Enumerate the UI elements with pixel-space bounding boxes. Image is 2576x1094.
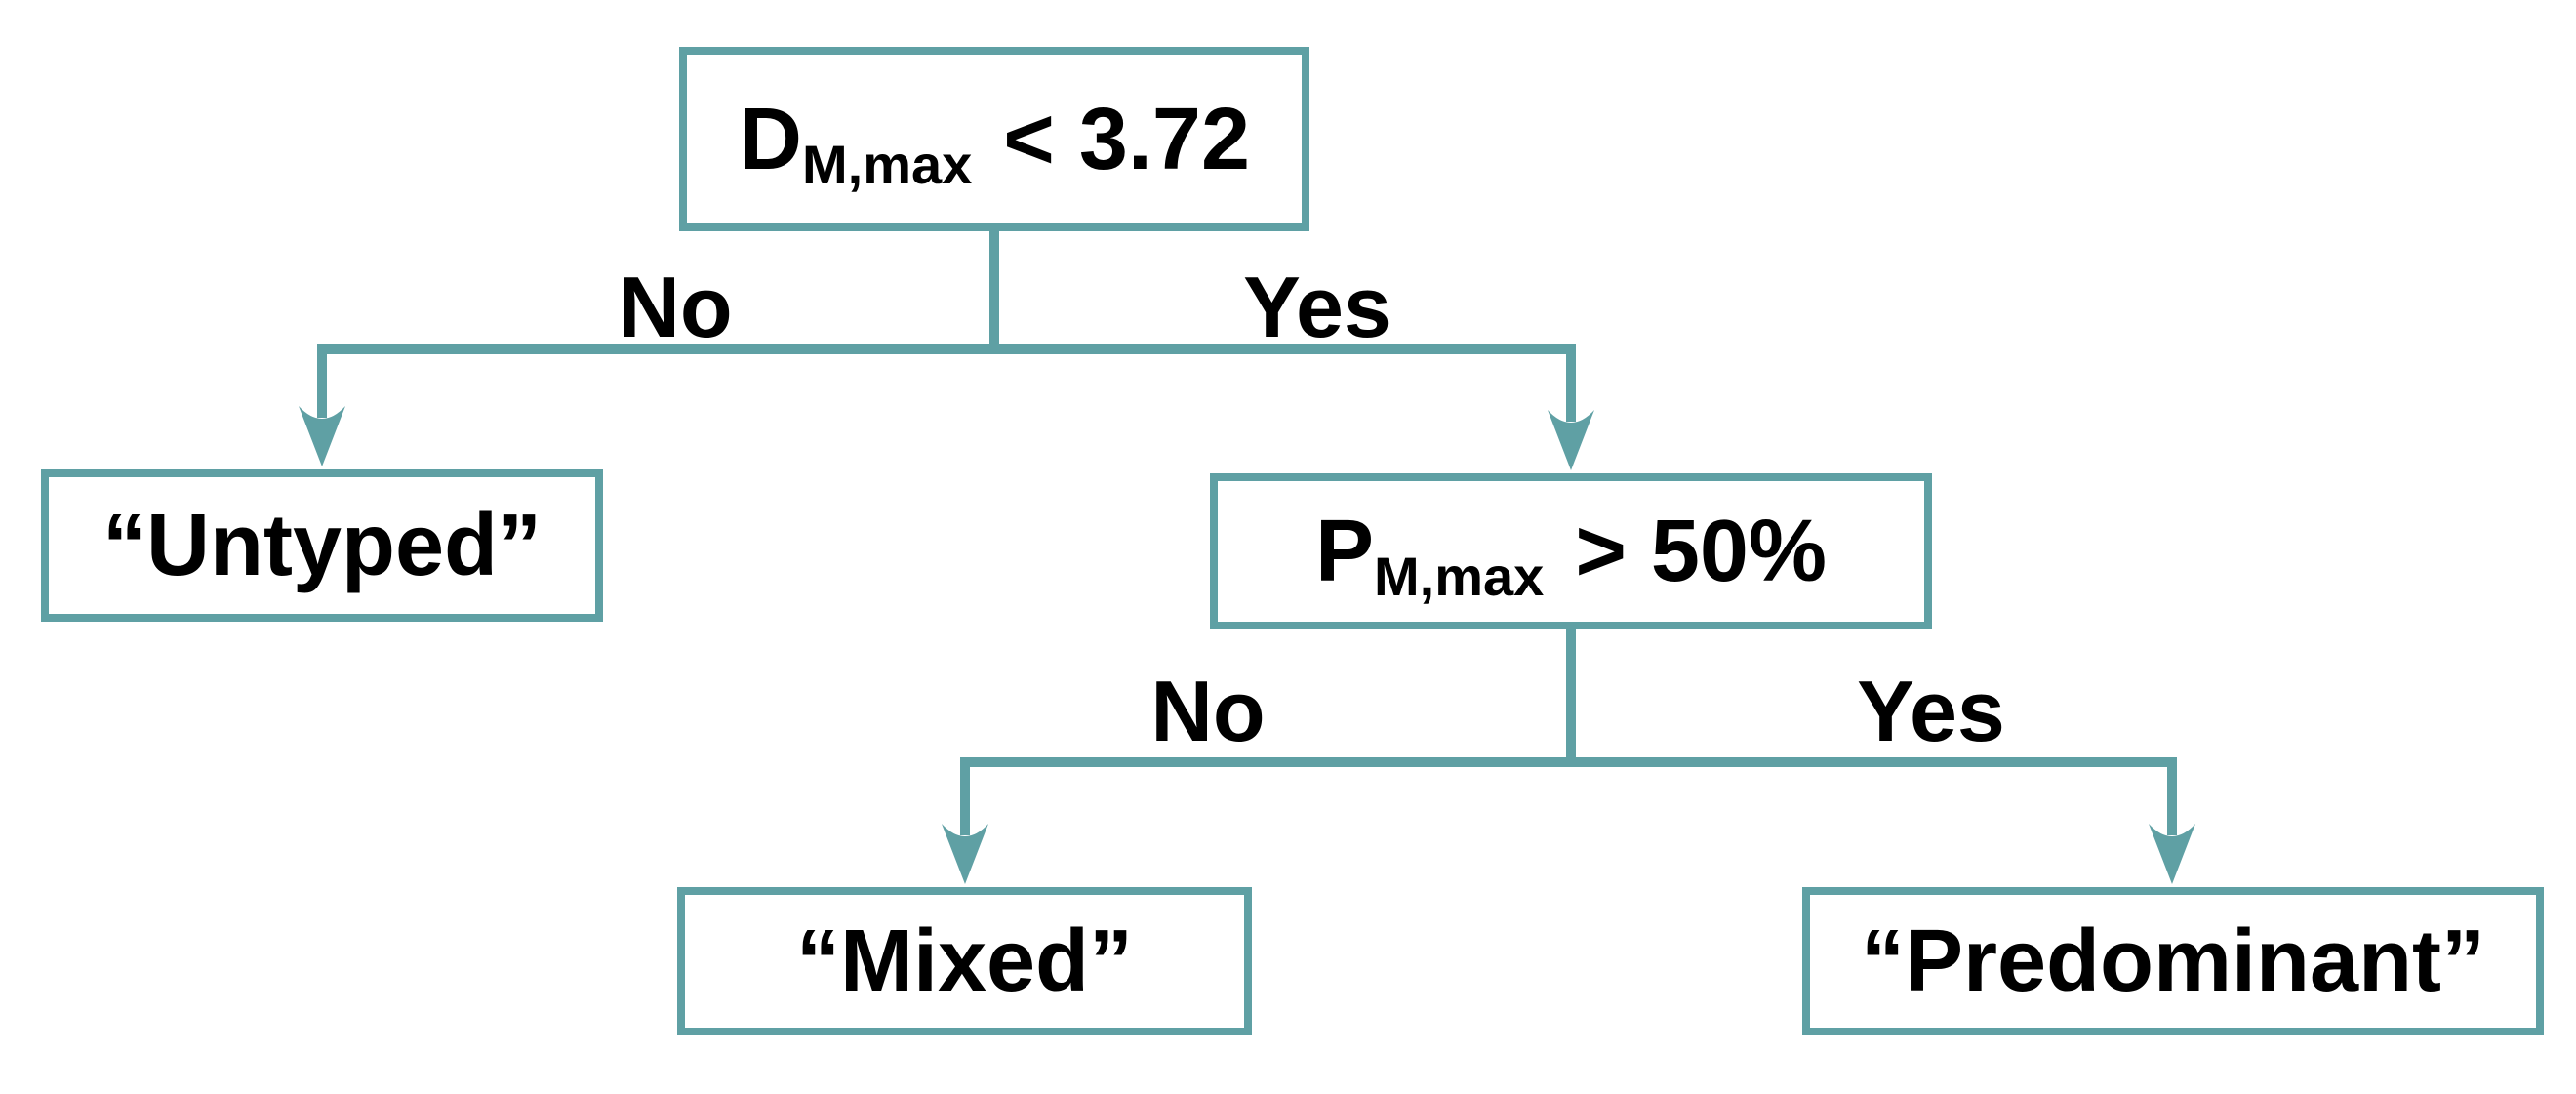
leaf-label: “Predominant” — [1860, 912, 2486, 1010]
level1-branch-line — [317, 344, 1576, 422]
leaf-node-untyped: “Untyped” — [41, 469, 603, 622]
leaf-label: “Untyped” — [102, 497, 542, 594]
edge-label-pmax-no: No — [1150, 663, 1266, 759]
node-subscript: M,max — [801, 133, 973, 195]
edge-label-root-no: No — [618, 259, 733, 355]
node-condition: < 3.72 — [1003, 90, 1251, 188]
leaf-label: “Mixed” — [795, 912, 1134, 1010]
edge-label-root-yes: Yes — [1243, 259, 1391, 355]
node-condition: > 50% — [1575, 503, 1828, 600]
level2-branch-line — [960, 757, 2177, 835]
arrowhead-icon-untyped — [299, 406, 345, 466]
node-subscript: M,max — [1374, 546, 1545, 607]
node-symbol: D — [738, 90, 802, 188]
arrowhead-icon-predominant — [2149, 824, 2195, 884]
node-symbol: P — [1314, 503, 1375, 600]
leaf-node-predominant: “Predominant” — [1802, 887, 2544, 1035]
edge-label-pmax-yes: Yes — [1857, 663, 2005, 759]
arrowhead-icon-mixed — [942, 824, 988, 884]
leaf-node-mixed: “Mixed” — [677, 887, 1252, 1035]
arrowhead-icon-pmax — [1548, 410, 1594, 470]
